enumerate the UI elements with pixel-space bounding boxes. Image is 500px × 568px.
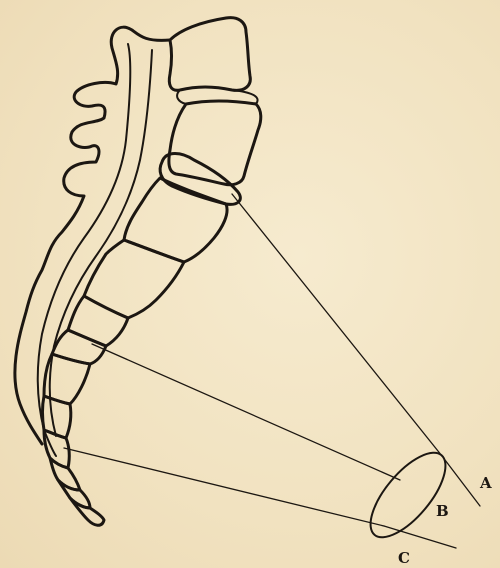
sacral-segment-3 (68, 296, 128, 346)
projection-line-upper (232, 194, 442, 456)
label-c: C (398, 549, 410, 567)
lumbar-vertebra-upper (169, 18, 250, 91)
coccyx-segment-6 (70, 498, 104, 525)
axis-line-a (442, 456, 480, 506)
projection-line-middle (92, 344, 400, 480)
label-a: A (479, 474, 492, 492)
sacral-segment-1 (124, 178, 227, 262)
axis-line-c (384, 526, 456, 548)
label-b: B (436, 502, 449, 520)
sacral-canal-inner-line (50, 50, 152, 436)
projection-line-lower (64, 448, 384, 526)
